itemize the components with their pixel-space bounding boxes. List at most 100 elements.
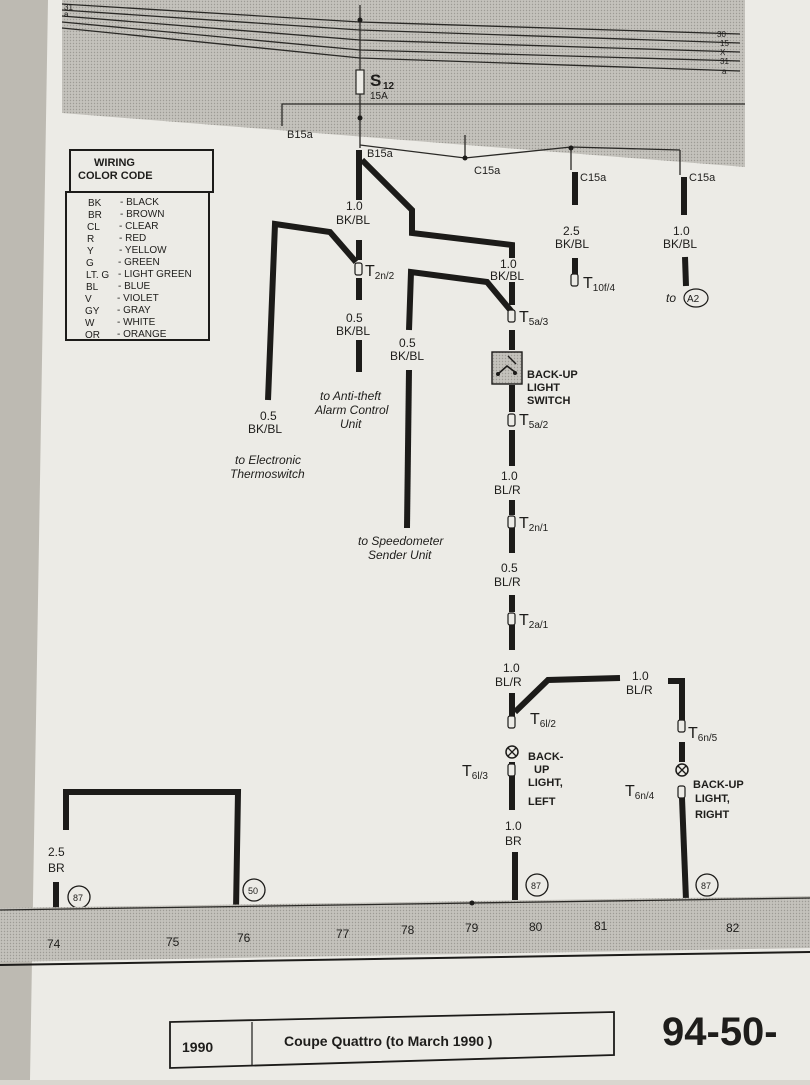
fuse-s12: S 12 15A: [355, 5, 395, 148]
ground-junction: [469, 900, 475, 906]
backup-left-label-4: LEFT: [528, 796, 556, 808]
terminal-t5a3-symbol: [507, 309, 516, 323]
wire-bk-bl-main: [356, 150, 515, 260]
destination-anti-theft-1: to Anti-theft: [320, 389, 382, 403]
connector-c15a-2: C15a: [580, 172, 607, 184]
ground-band: [0, 896, 810, 962]
legend-code: LT. G: [86, 270, 109, 281]
track-number: 75: [166, 935, 180, 949]
backup-light-right-lamp: [675, 763, 689, 777]
legend-title-1: WIRING: [94, 157, 135, 169]
legend-name: - VIOLET: [117, 293, 159, 304]
ground-band-top-line: [0, 897, 810, 911]
terminal-t2a1: T2a/1: [519, 612, 549, 631]
legend-name: - YELLOW: [119, 245, 167, 256]
terminal-t2n2-symbol: [354, 262, 363, 276]
bus-label-x: X: [720, 48, 726, 57]
legend-name: - LIGHT GREEN: [118, 269, 192, 280]
wire-label-color: BK/BL: [248, 422, 282, 436]
backup-right-label-3: RIGHT: [695, 809, 730, 821]
backup-light-switch-symbol: [491, 351, 523, 385]
legend-code: BR: [88, 210, 102, 221]
wire-label-color: BL/R: [494, 575, 521, 589]
terminal-t6n5-symbol: [677, 719, 686, 733]
legend-code: OR: [85, 330, 100, 341]
track-number: 76: [237, 931, 251, 945]
legend-name: - BLACK: [120, 197, 159, 208]
terminal-t2a1-symbol: [507, 612, 516, 626]
track-number: 74: [47, 937, 61, 951]
terminal-t5a3: T5a/3: [519, 309, 549, 328]
terminal-symbols: [354, 262, 686, 799]
wire-label-size: 1.0: [505, 819, 522, 833]
bus-label-a: a: [722, 67, 727, 76]
paper: [30, 0, 810, 1080]
backup-right-label-2: LIGHT,: [695, 793, 730, 805]
track-number: 80: [529, 920, 543, 934]
destination-thermoswitch-1: to Electronic: [235, 453, 301, 467]
wire-label-color: BL/R: [494, 483, 521, 497]
bus-label-30: 30: [717, 30, 726, 39]
terminal-t2n1-symbol: [507, 515, 516, 529]
terminal-t10f4: T10f/4: [583, 275, 615, 294]
page-number: 94-50-: [662, 1010, 778, 1054]
track-number: 77: [336, 927, 350, 941]
destination-speedometer-1: to Speedometer: [358, 534, 444, 548]
destination-speedometer-2: Sender Unit: [368, 548, 432, 562]
terminal-t6l2: T6l/2: [530, 711, 556, 730]
track-number: 78: [401, 923, 415, 937]
destination-anti-theft-2: Alarm Control: [314, 403, 389, 417]
wire-to-speedometer: [404, 268, 515, 529]
wire-right-backup-light: [668, 678, 689, 901]
wiring-color-code-legend: WIRING COLOR CODE BK- BLACK BR- BROWN CL…: [65, 149, 214, 341]
backup-light-left-lamp: [505, 745, 519, 759]
legend-code: W: [85, 318, 95, 329]
wire-label-color: BK/BL: [555, 237, 589, 251]
backup-switch-label-3: SWITCH: [527, 395, 570, 407]
legend-code: GY: [85, 306, 100, 317]
terminal-t2n1: T2n/1: [519, 515, 549, 534]
legend-code: V: [85, 294, 92, 305]
terminal-t6n4: T6n/4: [625, 783, 655, 802]
track-numbers: 74 75 76 77 78 79 80 81 82: [47, 919, 740, 951]
legend-code: G: [86, 258, 94, 269]
wire-label-color: BK/BL: [663, 237, 697, 251]
ground-ref-87-mid: 87: [525, 873, 549, 897]
backup-left-label-2: UP: [534, 764, 549, 776]
backup-switch-label-2: LIGHT: [527, 382, 560, 394]
wire-label-size: 1.0: [346, 199, 363, 213]
terminal-t6l2-symbol: [507, 715, 516, 729]
wire-label-size: 0.5: [501, 561, 518, 575]
legend-name: - GRAY: [117, 305, 151, 316]
ground-ref-50: 50: [242, 878, 266, 902]
connector-b15a-mid: B15a: [367, 148, 394, 160]
terminal-t2n2: T2n/2: [365, 263, 395, 282]
terminal-t6n4-symbol: [677, 785, 686, 799]
legend-name: - GREEN: [118, 257, 160, 268]
wire-label-color: BL/R: [626, 683, 653, 697]
backup-switch-label-1: BACK-UP: [527, 369, 578, 381]
wire-label-size: 0.5: [399, 336, 416, 350]
wire-label-size: 1.0: [503, 661, 520, 675]
footer-year: 1990: [182, 1039, 213, 1055]
ground-ref-87-right: 87: [695, 873, 719, 897]
bus-label-31: 31: [720, 57, 729, 66]
footer: 1990 Coupe Quattro (to March 1990 ) 94-5…: [169, 1010, 778, 1069]
fuse-label: S: [370, 71, 381, 90]
footer-box: [169, 1011, 615, 1069]
wire-label-color: BR: [48, 861, 65, 875]
page-rule: [0, 951, 810, 966]
terminal-t5a2-symbol: [507, 413, 516, 427]
bus-label-15: 15: [720, 39, 729, 48]
fuse-number: 12: [383, 81, 395, 92]
ground-ref-87-left: 87: [67, 885, 91, 909]
wire-label-color: BK/BL: [490, 269, 524, 283]
backup-right-label-1: BACK-UP: [693, 779, 744, 791]
connector-b15a-left: B15a: [287, 129, 314, 141]
bus-label-a-left: a: [64, 10, 69, 19]
destination-thermoswitch-2: Thermoswitch: [230, 467, 305, 481]
legend-name: - CLEAR: [119, 221, 158, 232]
distribution-bus: [281, 103, 745, 175]
bus-label-31-left: 31: [64, 3, 73, 12]
